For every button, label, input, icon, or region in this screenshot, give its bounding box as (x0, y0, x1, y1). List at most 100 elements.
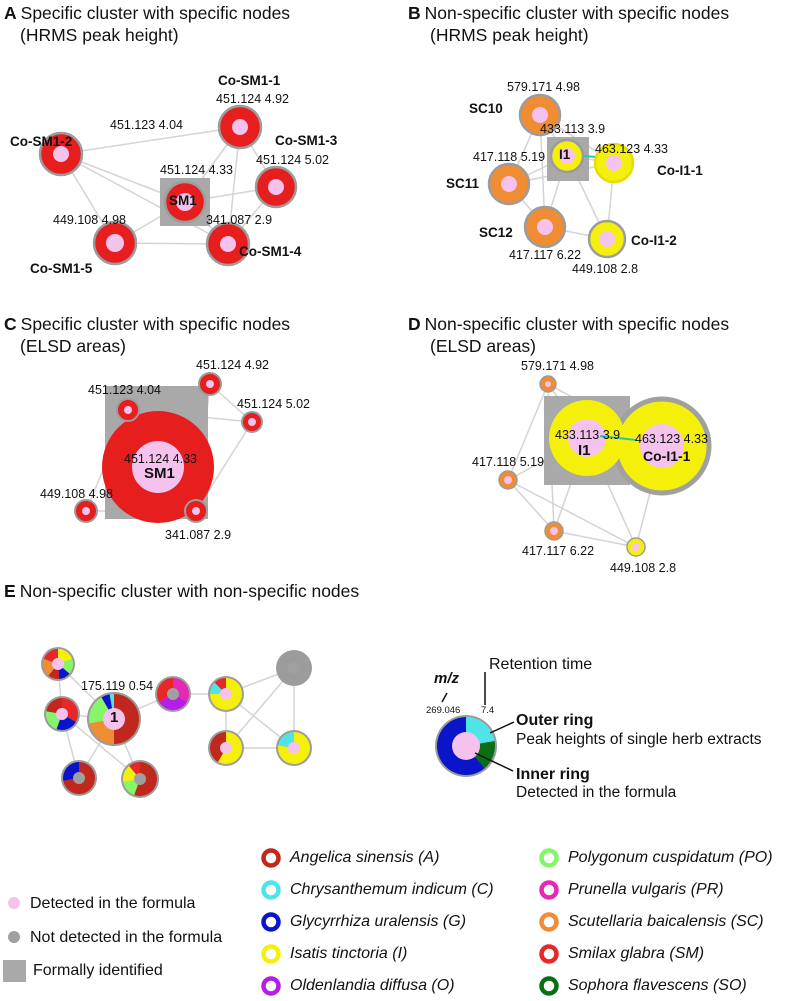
node-e (121, 760, 159, 798)
label-sc12: SC12 (479, 225, 513, 240)
label-sm1-c: SM1 (144, 465, 175, 482)
herb-label: Chrysanthemum indicum (C) (290, 881, 494, 898)
key-inner-title: Inner ring (516, 766, 590, 783)
herb-label: Smilax glabra (SM) (568, 945, 705, 962)
key-inner-desc: Detected in the formula (516, 784, 677, 801)
label-sc10: SC10 (469, 101, 503, 116)
herb-ring-icon (261, 880, 281, 900)
node-e (276, 730, 312, 766)
legend-not-detected: Not detected in the formula (30, 929, 223, 946)
value-sc10: 579.171 4.98 (507, 80, 580, 94)
node-e-1 (87, 692, 141, 746)
value-co-sm1-5: 449.108 4.98 (53, 213, 126, 227)
value-c-5: 449.108 4.98 (40, 487, 113, 501)
key-mz-value: 269.046 (426, 705, 461, 716)
value-sc11: 417.118 5.19 (473, 150, 546, 164)
herb-ring-icon (261, 912, 281, 932)
label-co-sm1-4: Co-SM1-4 (239, 244, 302, 259)
value-d-right: 449.108 2.8 (610, 561, 677, 575)
node-e (208, 730, 244, 766)
panel-d-subtitle: (ELSD areas) (430, 336, 537, 356)
value-e-node1: 175.119 0.54 (81, 679, 154, 693)
panel-d-nodes (498, 375, 712, 557)
label-co-i1-2: Co-I1-2 (631, 233, 677, 248)
value-co-i1-2: 449.108 2.8 (572, 262, 639, 276)
panel-b-nodes (487, 93, 635, 259)
value-d-left: 417.118 5.19 (472, 455, 545, 469)
detected-marker (8, 897, 20, 909)
value-c-4: 341.087 2.9 (165, 528, 232, 542)
value-i1: 433.113 3.9 (540, 122, 606, 136)
value-c-3: 451.124 5.02 (237, 397, 310, 411)
herb-label: Prunella vulgaris (PR) (568, 881, 724, 898)
herb-label: Polygonum cuspidatum (PO) (568, 849, 773, 866)
label-co-sm1-3: Co-SM1-3 (275, 133, 338, 148)
herb-ring-icon (539, 912, 559, 932)
value-d-center: 433.113 3.9 (555, 428, 621, 442)
value-co-sm1-1: 451.124 4.92 (216, 92, 289, 106)
label-sc11: SC11 (446, 176, 480, 191)
herb-label: Scutellaria baicalensis (SC) (568, 913, 764, 930)
label-co-sm1-1: Co-SM1-1 (218, 73, 281, 88)
legend-identified: Formally identified (33, 962, 163, 979)
node-e (208, 676, 244, 712)
herb-label: Angelica sinensis (A) (290, 849, 440, 866)
label-e-node1: 1 (110, 709, 119, 726)
label-d-i1: I1 (578, 442, 591, 459)
node-e (155, 676, 191, 712)
value-c-1: 451.124 4.92 (196, 358, 269, 372)
herb-label: Glycyrrhiza uralensis (G) (290, 913, 467, 930)
label-sm1: SM1 (169, 193, 197, 208)
value-d-coi1: 463.123 4.33 (635, 432, 708, 446)
herb-ring-icon (539, 976, 559, 996)
value-d-top: 579.171 4.98 (521, 359, 594, 373)
node-e (276, 650, 312, 686)
herb-ring-icon (261, 848, 281, 868)
value-c-2: 451.123 4.04 (88, 383, 161, 397)
key-outer-title: Outer ring (516, 712, 594, 729)
panel-a-nodes (38, 104, 298, 267)
herb-ring-icon (261, 944, 281, 964)
panel-c-subtitle: (ELSD areas) (20, 336, 127, 356)
value-co-sm1-4: 341.087 2.9 (206, 213, 273, 227)
herb-label: Sophora flavescens (SO) (568, 977, 747, 994)
value-sm1: 451.124 4.33 (160, 163, 233, 177)
herb-legend-markers (261, 848, 559, 996)
key-mz-label: m/z (434, 670, 460, 687)
key-rt-value: 7.4 (481, 705, 495, 716)
value-co-sm1-3: 451.124 5.02 (256, 153, 329, 167)
key-rt-label: Retention time (489, 656, 593, 673)
herb-ring-icon (261, 976, 281, 996)
herb-ring-icon (539, 944, 559, 964)
key-example (435, 672, 515, 777)
node-e (44, 696, 80, 732)
node-e (41, 647, 75, 681)
value-sc12: 417.117 6.22 (509, 248, 582, 262)
panel-a-subtitle: (HRMS peak height) (20, 25, 179, 45)
value-co-i1-1: 463.123 4.33 (595, 142, 668, 156)
not-detected-marker (8, 931, 20, 943)
legend-markers (3, 897, 26, 982)
label-co-sm1-2: Co-SM1-2 (10, 134, 73, 149)
identified-marker (3, 960, 26, 982)
herb-label: Oldenlandia diffusa (O) (290, 977, 455, 994)
value-co-sm1-2: 451.123 4.04 (110, 118, 183, 132)
panel-e-nodes (41, 647, 312, 798)
key-node (435, 715, 497, 777)
label-co-sm1-5: Co-SM1-5 (30, 261, 93, 276)
herb-ring-icon (539, 848, 559, 868)
value-d-bottom: 417.117 6.22 (522, 544, 595, 558)
panel-c-nodes (74, 372, 263, 523)
herb-ring-icon (539, 880, 559, 900)
node-e (61, 760, 97, 796)
panel-b-subtitle: (HRMS peak height) (430, 25, 589, 45)
herb-label: Isatis tinctoria (I) (290, 945, 408, 962)
legend-detected: Detected in the formula (30, 895, 196, 912)
label-d-coi1: Co-I1-1 (643, 448, 691, 464)
value-c-center: 451.124 4.33 (124, 452, 197, 466)
